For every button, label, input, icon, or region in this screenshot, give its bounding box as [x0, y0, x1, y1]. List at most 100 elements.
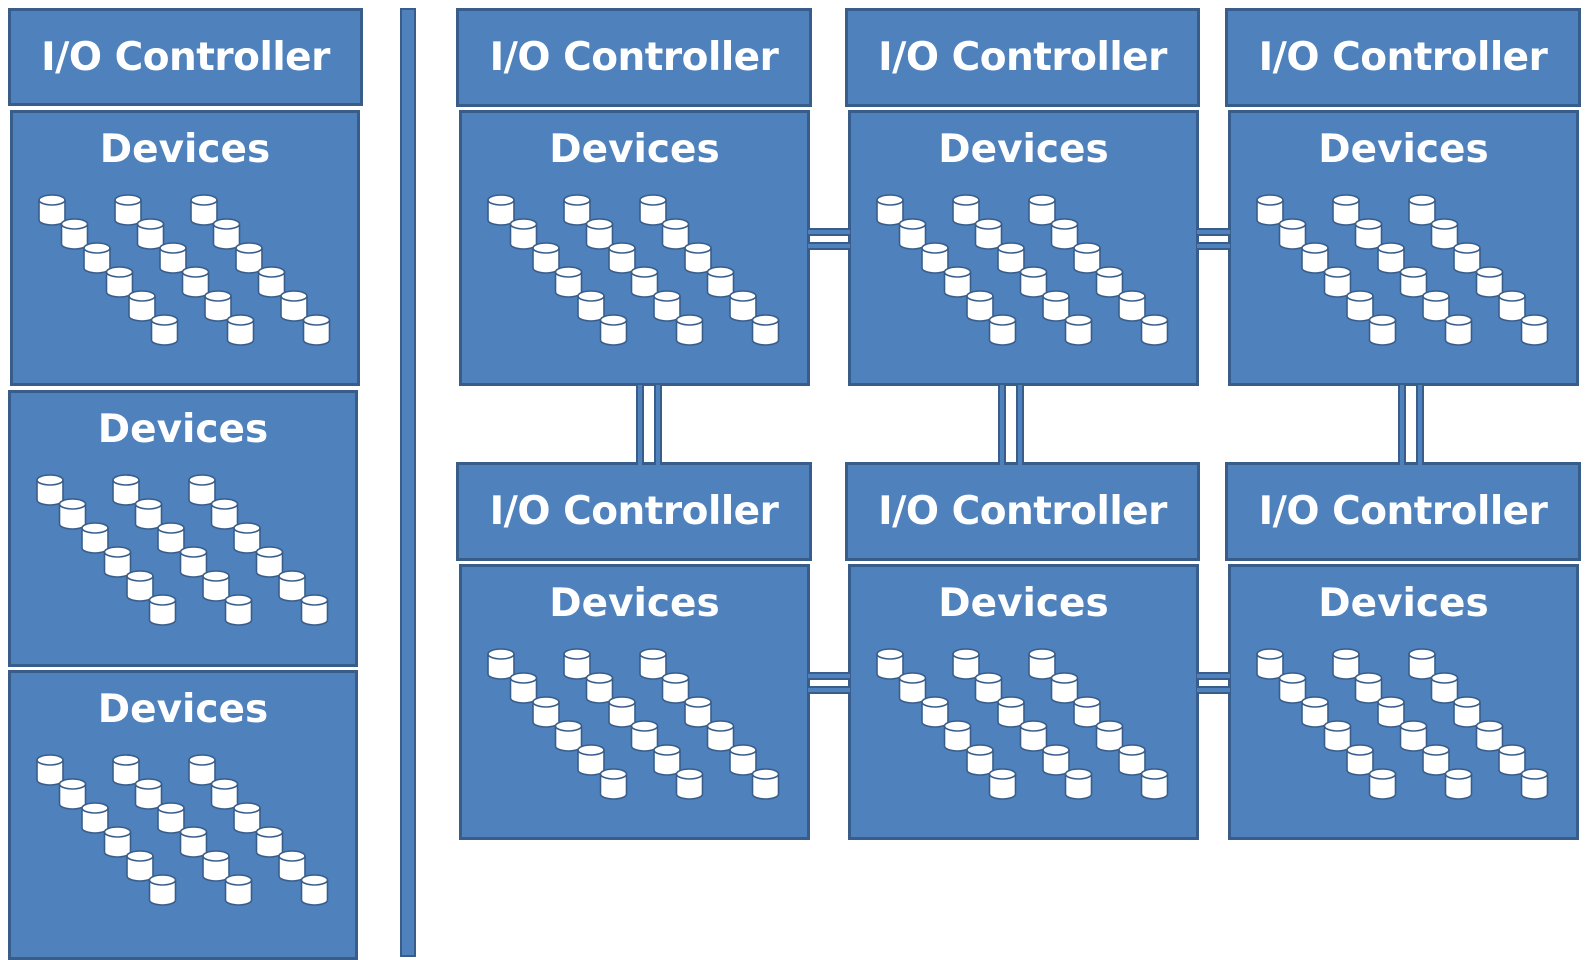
database-cylinder-icon [1028, 194, 1056, 226]
controller-label: I/O Controller [41, 34, 330, 80]
grid-devices-group: Devices [1228, 110, 1579, 386]
database-cylinder-icon [278, 570, 306, 602]
database-cylinder-icon [280, 290, 308, 322]
database-cylinder-icon [1118, 290, 1146, 322]
database-cylinder-icon [675, 314, 704, 346]
database-cylinder-icon [1430, 672, 1459, 704]
database-cylinder-icon [233, 522, 261, 554]
devices-title: Devices [1318, 581, 1489, 626]
grid-devices-group: Devices [459, 564, 810, 840]
database-cylinder-icon [224, 874, 253, 906]
database-cylinder-icon [36, 754, 64, 786]
disk-stack [36, 754, 329, 906]
database-cylinder-icon [300, 874, 329, 906]
database-cylinder-icon [235, 242, 263, 274]
database-cylinder-icon [1301, 696, 1329, 728]
horizontal-link [808, 672, 850, 694]
database-cylinder-icon [1042, 744, 1070, 776]
database-cylinder-icon [202, 570, 230, 602]
database-cylinder-icon [751, 314, 780, 346]
database-cylinder-icon [729, 290, 757, 322]
database-cylinder-icon [1019, 266, 1048, 298]
devices-title: Devices [938, 127, 1109, 172]
database-cylinder-icon [1118, 744, 1146, 776]
database-cylinder-icon [58, 778, 87, 810]
database-cylinder-icon [1073, 696, 1101, 728]
database-cylinder-icon [599, 314, 628, 346]
grid-io-controller: I/O Controller [456, 462, 812, 561]
database-cylinder-icon [921, 696, 949, 728]
left-devices-group: Devices [8, 670, 358, 960]
controller-label: I/O Controller [489, 489, 779, 534]
database-cylinder-icon [974, 672, 1003, 704]
grid-devices-group: Devices [848, 110, 1199, 386]
database-cylinder-icon [1095, 266, 1124, 298]
database-cylinder-icon [233, 802, 261, 834]
database-cylinder-icon [577, 290, 605, 322]
database-cylinder-icon [1453, 696, 1481, 728]
controller-label: I/O Controller [1258, 489, 1548, 534]
database-cylinder-icon [608, 696, 636, 728]
database-cylinder-icon [181, 266, 210, 298]
database-cylinder-icon [1346, 744, 1374, 776]
database-cylinder-icon [706, 720, 735, 752]
database-cylinder-icon [639, 194, 667, 226]
database-cylinder-icon [114, 194, 142, 226]
database-cylinder-icon [599, 768, 628, 800]
database-cylinder-icon [202, 850, 230, 882]
database-cylinder-icon [1399, 720, 1428, 752]
database-cylinder-icon [150, 314, 179, 346]
database-cylinder-icon [706, 266, 735, 298]
database-cylinder-icon [608, 242, 636, 274]
database-cylinder-icon [1332, 648, 1360, 680]
database-cylinder-icon [653, 744, 681, 776]
database-cylinder-icon [1368, 768, 1397, 800]
database-cylinder-icon [60, 218, 89, 250]
grid-devices-group: Devices [459, 110, 810, 386]
database-cylinder-icon [1256, 648, 1284, 680]
database-cylinder-icon [1422, 744, 1450, 776]
database-cylinder-icon [58, 498, 87, 530]
database-cylinder-icon [226, 314, 255, 346]
database-cylinder-icon [157, 522, 185, 554]
horizontal-link [1197, 228, 1230, 250]
database-cylinder-icon [159, 242, 187, 274]
database-cylinder-icon [255, 546, 284, 578]
database-cylinder-icon [126, 570, 154, 602]
devices-title: Devices [97, 407, 269, 452]
disk-stack [487, 194, 780, 346]
disk-stack [36, 474, 329, 626]
database-cylinder-icon [128, 290, 156, 322]
database-cylinder-icon [1408, 194, 1436, 226]
vertical-link [636, 385, 662, 465]
database-cylinder-icon [302, 314, 331, 346]
database-cylinder-icon [1377, 696, 1405, 728]
database-cylinder-icon [952, 648, 980, 680]
database-cylinder-icon [1498, 290, 1526, 322]
grid-devices-group: Devices [848, 564, 1199, 840]
left-devices-group: Devices [10, 110, 360, 386]
database-cylinder-icon [188, 474, 216, 506]
database-cylinder-icon [188, 754, 216, 786]
database-cylinder-icon [898, 218, 927, 250]
database-cylinder-icon [81, 522, 109, 554]
database-cylinder-icon [554, 266, 583, 298]
database-cylinder-icon [876, 648, 904, 680]
database-cylinder-icon [974, 218, 1003, 250]
database-cylinder-icon [148, 594, 177, 626]
devices-title: Devices [549, 581, 720, 626]
database-cylinder-icon [224, 594, 253, 626]
database-cylinder-icon [1354, 672, 1383, 704]
database-cylinder-icon [1368, 314, 1397, 346]
database-cylinder-icon [112, 474, 140, 506]
database-cylinder-icon [630, 720, 659, 752]
database-cylinder-icon [1256, 194, 1284, 226]
database-cylinder-icon [1430, 218, 1459, 250]
database-cylinder-icon [487, 194, 515, 226]
horizontal-link [1197, 672, 1230, 694]
left-io-controller: I/O Controller [8, 8, 363, 106]
database-cylinder-icon [729, 744, 757, 776]
database-cylinder-icon [966, 290, 994, 322]
database-cylinder-icon [684, 696, 712, 728]
devices-title: Devices [938, 581, 1109, 626]
